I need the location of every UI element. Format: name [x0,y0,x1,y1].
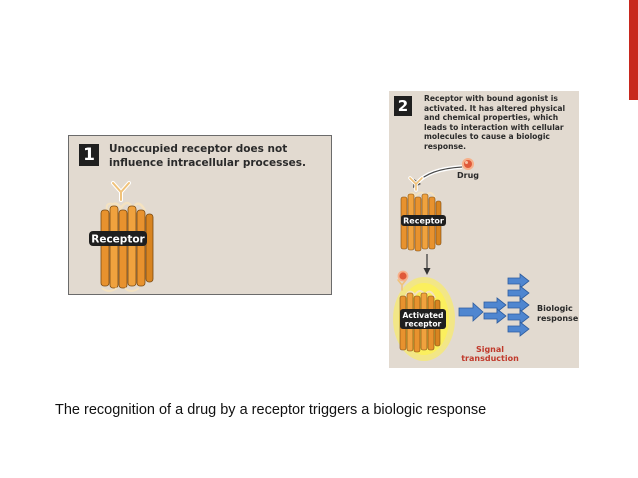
panel2-heading-line: leads to interaction with cellular [424,122,564,132]
panel2-heading-line: and chemical properties, which [424,113,559,123]
signal-label-line2: transduction [461,354,519,363]
accent-bar [629,0,638,100]
panel2-heading-line: response. [424,141,467,151]
panel2-heading: Receptor with bound agonist is activated… [424,94,574,152]
unoccupied-receptor-icon [100,181,154,292]
panel1-illustration: Receptor [89,181,154,292]
slide-caption: The recognition of a drug by a receptor … [55,402,487,418]
activated-label-box: Activated receptor [400,309,446,329]
signal-label-line1: Signal [476,345,504,354]
biologic-label-line2: response [537,314,579,323]
receptor-label: Receptor [91,234,145,246]
step-number-2: 2 [394,96,412,116]
panel-unoccupied-receptor: 1 Unoccupied receptor does not influence… [68,135,332,295]
panel1-heading: Unoccupied receptor does not influence i… [109,142,324,170]
panel2-heading-line: Receptor with bound agonist is [424,94,558,103]
drug-label: Drug [457,171,479,180]
drug-icon [462,158,474,170]
receptor-label-box: Receptor [89,231,147,246]
panel2-illustration: Drug Receptor [393,158,579,363]
activated-label-line2: receptor [405,320,442,329]
panel1-heading-line1: Unoccupied receptor does not [109,143,288,155]
receptor-label: Receptor [403,217,444,226]
receptor-label-box: Receptor [401,215,446,226]
panel2-heading-line: activated. It has altered physical [424,103,566,113]
receptor-icon [400,176,442,252]
down-arrow-icon [423,254,431,275]
biologic-label-line1: Biologic [537,304,573,313]
bound-drug-icon [397,270,409,282]
panel1-heading-line2: influence intracellular processes. [109,157,306,169]
activated-label-line1: Activated [403,311,444,320]
signal-cascade-icon [458,273,530,337]
panel-activated-receptor: 2 Receptor with bound agonist is activat… [389,91,579,368]
step-number-1: 1 [79,144,99,166]
panel2-heading-line: molecules to cause a biologic [424,132,550,142]
